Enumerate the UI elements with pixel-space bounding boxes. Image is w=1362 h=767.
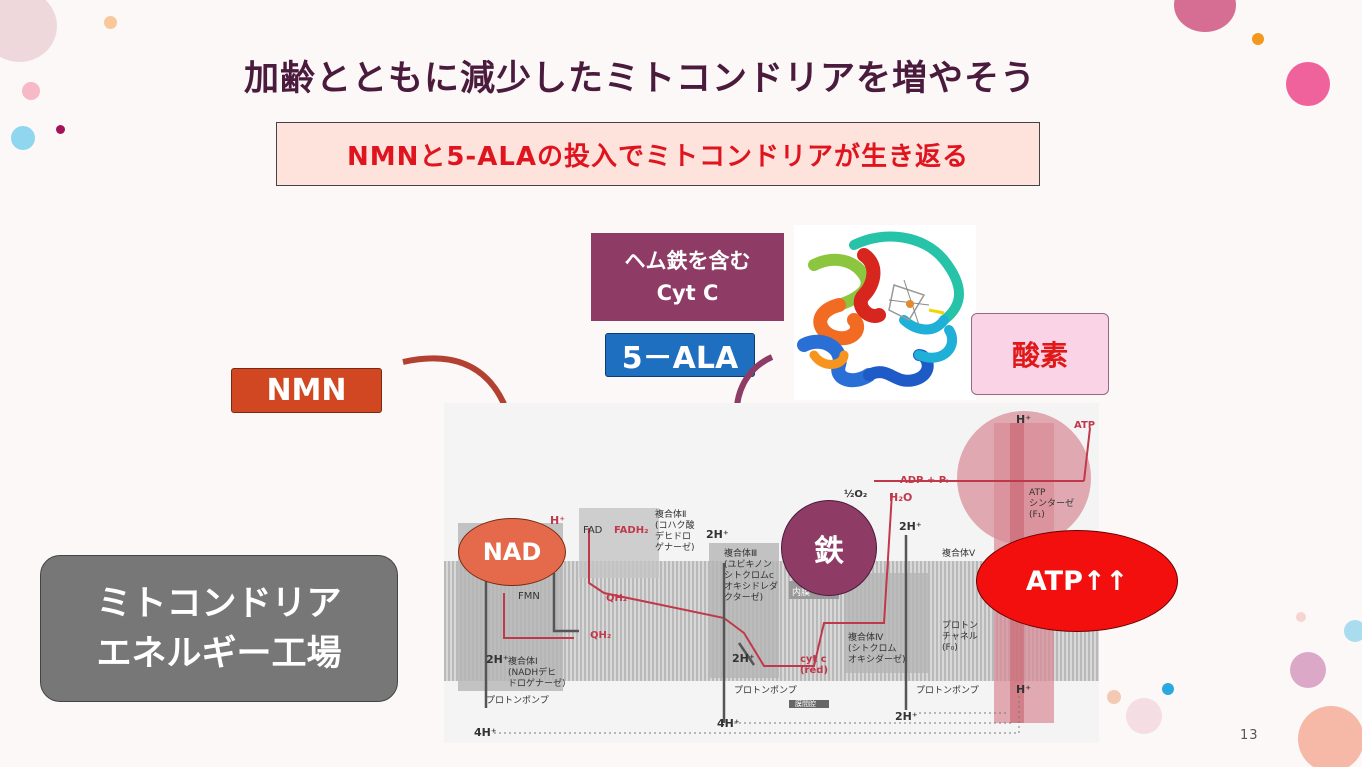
complex1-text: 複合体Ⅰ (NADHデヒ ドロゲナーゼ) (508, 657, 566, 689)
qh2-text-lower: QH₂ (590, 630, 612, 641)
h-plus-complex3-top: 2H⁺ (706, 528, 729, 541)
heme-iron-cytc-label: ヘム鉄を含む Cyt C (591, 233, 784, 321)
h-plus-top: H⁺ (1016, 413, 1032, 426)
decorative-dot (56, 125, 65, 134)
half-o2-text: ½O₂ (844, 489, 868, 500)
adp-pi-text: ADP + Pᵢ (900, 475, 949, 486)
decorative-dot (22, 82, 40, 100)
decorative-dot (1286, 62, 1330, 106)
proton-pump-text-1: プロトンポンプ (486, 696, 549, 706)
complex2-text: 複合体Ⅱ (コハク酸 デヒドロ ゲナーゼ) (655, 510, 695, 553)
intermembrane-text: 膜間腔 (795, 700, 816, 708)
h2o-text: H₂O (889, 491, 913, 504)
decorative-dot (1298, 706, 1362, 767)
subtitle-text: NMNと5-ALAの投入でミトコンドリアが生き返る (346, 141, 970, 172)
oxygen-label: 酸素 (971, 313, 1109, 395)
slide-title: 加齢とともに減少したミトコンドリアを増やそう (243, 59, 1036, 99)
h-plus-complex3-bottom: 4H⁺ (717, 717, 740, 730)
mito-label-line2: エネルギー工場 (96, 633, 342, 674)
decorative-dot (1107, 690, 1121, 704)
cytochrome-c-structure-image (794, 225, 976, 400)
proton-pump-text-2: プロトンポンプ (734, 686, 797, 696)
mitochondria-energy-factory-box: ミトコンドリア エネルギー工場 (40, 555, 398, 702)
atp-increase-ellipse: ATP↑↑ (976, 530, 1178, 632)
fadh2-text: FADH₂ (614, 525, 649, 536)
h-plus-synthase-bottom: H⁺ (1016, 683, 1032, 696)
decorative-dot (1162, 683, 1174, 695)
h-plus-complex1-bottom: 4H⁺ (474, 726, 497, 739)
decorative-dot (1344, 620, 1362, 642)
complex4-text: 複合体Ⅳ (シトクロム オキシダーゼ) (848, 633, 906, 665)
decorative-dot (11, 126, 35, 150)
h-plus-top-left: H⁺ (550, 514, 566, 527)
nmn-label: NMN (231, 368, 382, 413)
complex5-text: 複合体Ⅴ (942, 549, 976, 559)
fmn-text: FMN (518, 591, 540, 602)
atp-synthase-text: ATP シンターゼ (F₁) (1029, 488, 1075, 520)
decorative-dot (1296, 612, 1306, 622)
subtitle-box: NMNと5-ALAの投入でミトコンドリアが生き返る (276, 122, 1040, 186)
iron-circle: 鉄 (781, 500, 877, 596)
page-number: 13 (1240, 728, 1259, 743)
atp-text: ATP (1074, 420, 1096, 431)
h-plus-complex1: 2H⁺ (486, 653, 509, 666)
complex3-text: 複合体Ⅲ (ユビキノン シトクロムc オキシドレダ クターゼ) (724, 549, 779, 603)
h-plus-complex4-bottom: 2H⁺ (895, 710, 918, 723)
mito-label-line1: ミトコンドリア (96, 583, 342, 624)
nad-circle: NAD (458, 518, 566, 586)
h-plus-complex4-top: 2H⁺ (899, 520, 922, 533)
proton-pump-text-3: プロトンポンプ (916, 686, 979, 696)
decorative-dot (104, 16, 117, 29)
decorative-dot (1290, 652, 1326, 688)
heme-label-line2: Cyt C (656, 281, 719, 305)
five-ala-label: 5－ALA (605, 333, 755, 377)
fad-text: FAD (583, 525, 603, 536)
decorative-dot (1126, 698, 1162, 734)
proton-channel-text: プロトン チャネル (F₀) (942, 621, 979, 653)
h-plus-complex3: 2H⁺ (732, 652, 755, 665)
heme-label-line1: ヘム鉄を含む (624, 249, 751, 273)
inner-membrane-text: 内膜 (792, 588, 811, 598)
qh2-text-upper: QH₂ (606, 593, 628, 604)
decorative-dot (1252, 33, 1264, 45)
cytc-red-text: cyt c (red) (800, 654, 829, 676)
